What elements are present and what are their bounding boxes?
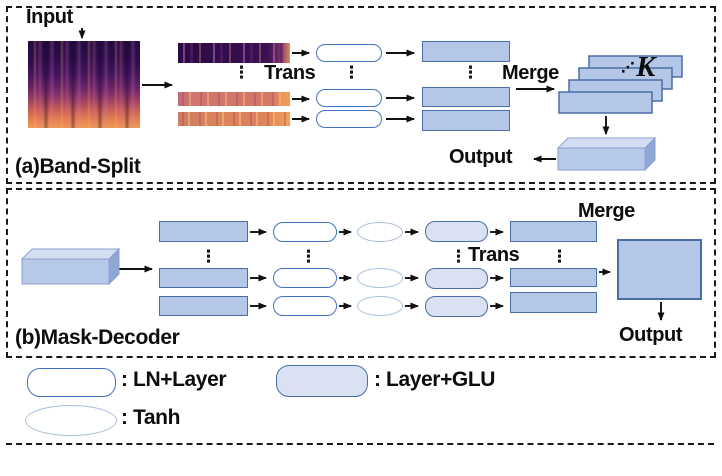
feature-block <box>510 268 597 287</box>
merge-label-b: Merge <box>578 200 635 222</box>
band-split-panel <box>6 6 716 184</box>
feature-block <box>159 296 248 316</box>
merge-label-a: Merge <box>502 62 559 84</box>
vertical-ellipsis: ⋮ <box>300 247 317 267</box>
input-label: Input <box>26 6 73 28</box>
feature-block <box>510 292 597 313</box>
feature-block <box>510 221 597 242</box>
feature-block <box>422 110 510 131</box>
legend-bottom-divider <box>6 443 714 445</box>
vertical-ellipsis: ⋮ <box>450 247 467 267</box>
input-spectrogram <box>28 41 140 128</box>
tanh-ellipse <box>357 268 403 288</box>
feature-block <box>159 221 248 242</box>
ln-layer-block <box>316 44 382 62</box>
spectrogram-band-2 <box>178 92 290 106</box>
legend-ln-swatch <box>27 368 116 397</box>
legend-ln-label: : LN+Layer <box>121 368 227 391</box>
layer-glu-block <box>425 268 488 289</box>
feature-block <box>159 268 248 288</box>
layer-glu-block <box>425 296 488 317</box>
feature-block <box>422 41 510 62</box>
ln-layer-block <box>316 89 382 107</box>
legend-tanh-swatch <box>25 405 117 436</box>
legend-tanh-label: : Tanh <box>121 406 181 429</box>
stack-count-tag: ⋰ K <box>621 53 655 82</box>
vertical-ellipsis: ⋮ <box>343 63 360 83</box>
vertical-ellipsis: ⋮ <box>233 63 250 83</box>
input-tensor-b <box>20 247 121 286</box>
legend-glu-label: : Layer+GLU <box>374 368 496 391</box>
mask-output-block <box>617 239 702 300</box>
vertical-ellipsis: ⋮ <box>551 247 568 267</box>
spectrogram-band-3 <box>178 112 290 126</box>
spectrogram-band-1 <box>178 43 290 63</box>
panel-b-title: (b)Mask-Decoder <box>15 326 180 349</box>
output-label-b: Output <box>619 324 683 346</box>
stack-count-k: K <box>636 51 656 83</box>
tensor-front-face <box>21 258 110 285</box>
layer-glu-block <box>425 221 488 242</box>
ln-layer-block <box>273 268 337 288</box>
vertical-ellipsis: ⋮ <box>200 247 217 267</box>
tensor-front-face <box>557 147 646 171</box>
diagonal-ellipsis: ⋰ <box>621 59 635 76</box>
tanh-ellipse <box>357 222 403 242</box>
panel-a-title: (a)Band-Split <box>15 155 141 178</box>
ln-layer-block <box>273 296 337 316</box>
vertical-ellipsis: ⋮ <box>462 63 479 83</box>
tanh-ellipse <box>357 296 403 316</box>
ln-layer-block <box>316 110 382 128</box>
output-label-a: Output <box>449 146 513 168</box>
panel-a-arrows <box>78 28 610 163</box>
output-tensor-a <box>556 136 657 172</box>
stacked-feature-maps <box>558 55 683 114</box>
legend-glu-swatch <box>276 365 368 397</box>
stacked-map-1 <box>558 91 653 114</box>
ln-layer-block <box>273 222 337 242</box>
trans-label-b: Trans <box>468 244 520 266</box>
feature-block <box>422 87 510 107</box>
trans-label-a: Trans <box>264 62 316 84</box>
mask-decoder-panel <box>6 188 716 358</box>
